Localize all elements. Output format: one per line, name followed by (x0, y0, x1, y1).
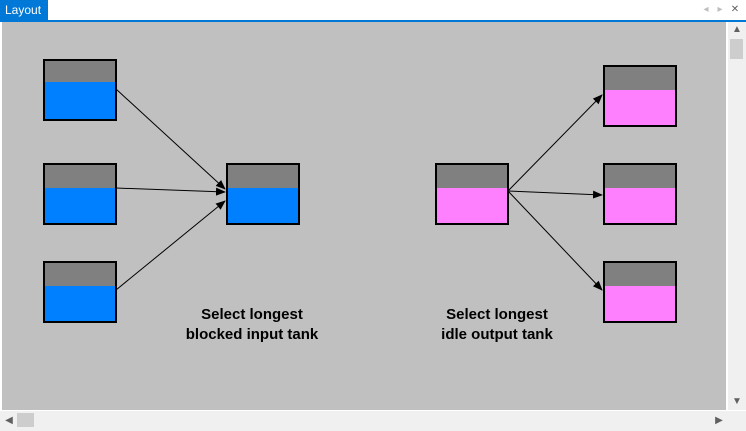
tab-layout[interactable]: Layout (0, 0, 48, 21)
output-tank-2[interactable] (603, 163, 677, 225)
caption-input: Select longest blocked input tank (152, 305, 352, 345)
tab-prev-icon[interactable]: ◂ (703, 4, 709, 15)
horizontal-scrollbar[interactable]: ◀ ▶ (0, 411, 728, 431)
scroll-down-icon[interactable]: ▼ (732, 396, 742, 407)
caption-output-line-1: Select longest (446, 306, 548, 323)
caption-input-line-1: Select longest (201, 306, 303, 323)
scroll-right-icon[interactable]: ▶ (715, 415, 723, 426)
input-tank-1[interactable] (43, 59, 117, 121)
caption-output: Select longest idle output tank (397, 305, 597, 345)
output-tank-3[interactable] (603, 261, 677, 323)
output-tank-1[interactable] (603, 65, 677, 127)
selected-output-tank[interactable] (435, 163, 509, 225)
tab-next-icon[interactable]: ▸ (717, 4, 723, 15)
tab-underline (0, 20, 746, 22)
scroll-corner (728, 411, 746, 431)
selected-input-tank[interactable] (226, 163, 300, 225)
arrow-output-3 (507, 190, 603, 291)
vertical-scrollbar[interactable]: ▲ ▼ (728, 22, 746, 410)
scroll-up-icon[interactable]: ▲ (732, 24, 742, 35)
arrow-output-2 (507, 190, 603, 199)
input-tank-3[interactable] (43, 261, 117, 323)
caption-input-line-2: blocked input tank (185, 326, 319, 343)
scroll-left-icon[interactable]: ◀ (5, 415, 13, 426)
vertical-scroll-thumb[interactable] (730, 39, 743, 59)
arrow-input-2 (115, 187, 226, 196)
layout-diagram (43, 59, 677, 323)
arrow-input-3 (115, 200, 226, 291)
arrow-output-1 (507, 94, 603, 192)
horizontal-scroll-thumb[interactable] (17, 413, 34, 427)
input-tank-2[interactable] (43, 163, 117, 225)
close-icon[interactable]: ✕ (730, 4, 740, 15)
tab-bar: Layout ◂ ▸ ✕ (0, 0, 746, 21)
arrow-input-1 (115, 88, 226, 190)
layout-canvas[interactable]: Select longest blocked input tank Select… (2, 22, 726, 410)
caption-output-line-2: idle output tank (441, 326, 553, 343)
